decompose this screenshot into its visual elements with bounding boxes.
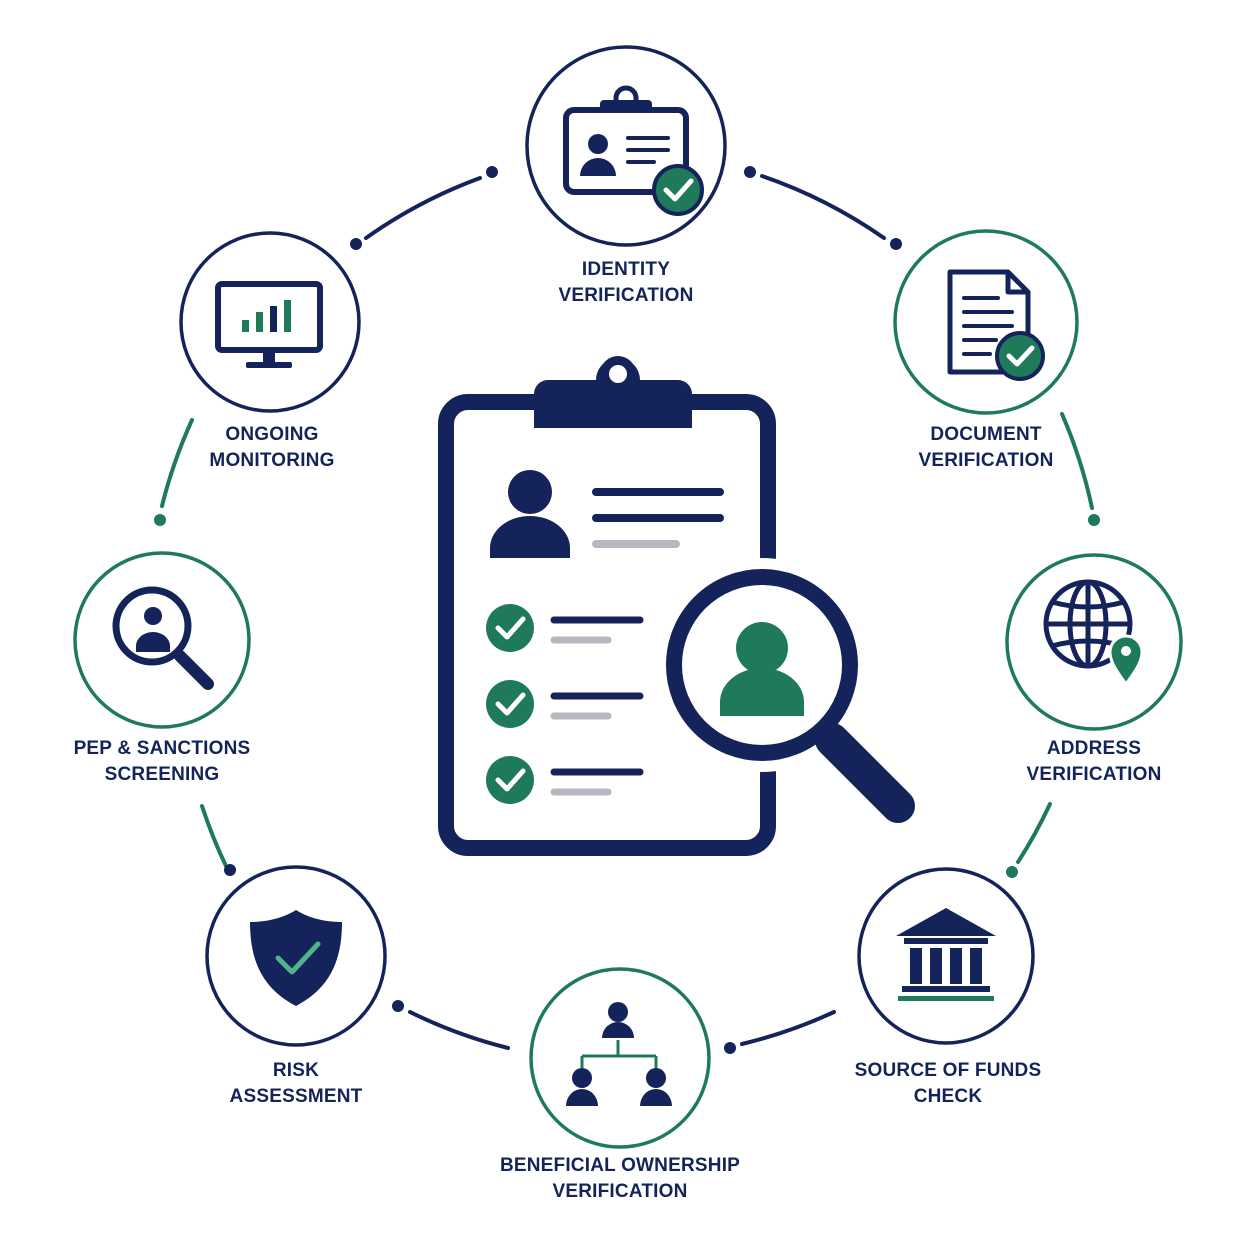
- connector-address-funds: [1016, 802, 1052, 864]
- monitor-chart-icon: [215, 281, 323, 368]
- connector-document-address: [1060, 412, 1094, 510]
- globe-pin-icon: [1043, 579, 1144, 687]
- bank-icon: [896, 908, 996, 1001]
- label-line: VERIFICATION: [1026, 764, 1162, 785]
- clipboard-magnifier-icon: [438, 356, 915, 856]
- label-line: ASSESSMENT: [229, 1086, 363, 1107]
- label-line: VERIFICATION: [552, 1181, 688, 1202]
- connector-dot: [392, 1000, 404, 1012]
- checklist-row: [486, 680, 644, 728]
- label-line: BENEFICIAL OWNERSHIP: [499, 1155, 741, 1176]
- label-line: MONITORING: [209, 450, 335, 471]
- label-line: RISK: [272, 1060, 320, 1081]
- label-line: CHECK: [913, 1086, 983, 1107]
- connector-dot: [350, 238, 362, 250]
- label-line: DOCUMENT: [930, 424, 1042, 445]
- magnifier-icon: [655, 558, 915, 823]
- connector-pep-ongoing: [160, 418, 194, 508]
- label-pep-sanctions-screening: PEP & SANCTIONS SCREENING: [12, 736, 312, 788]
- label-line: SOURCE OF FUNDS: [854, 1060, 1042, 1081]
- connector-dot: [486, 166, 498, 178]
- label-ongoing-monitoring: ONGOING MONITORING: [122, 422, 422, 474]
- label-line: SCREENING: [104, 764, 220, 785]
- shield-check-icon: [250, 910, 342, 1006]
- connector-dot: [890, 238, 902, 250]
- label-line: ADDRESS: [1046, 738, 1142, 759]
- connector-ongoing-identity: [364, 176, 482, 240]
- person-search-icon: [112, 586, 214, 690]
- label-beneficial-ownership-verification: BENEFICIAL OWNERSHIP VERIFICATION: [470, 1153, 770, 1205]
- label-line: ONGOING: [225, 424, 319, 445]
- label-line: VERIFICATION: [918, 450, 1054, 471]
- document-check-icon: [947, 269, 1045, 381]
- org-chart-icon: [566, 1002, 672, 1106]
- label-address-verification: ADDRESS VERIFICATION: [944, 736, 1244, 788]
- label-document-verification: DOCUMENT VERIFICATION: [836, 422, 1136, 474]
- node-ring-beneficial-ownership-verification: [529, 967, 711, 1149]
- connector-dot: [744, 166, 756, 178]
- connector-identity-document: [760, 174, 886, 240]
- label-line: IDENTITY: [581, 259, 671, 280]
- label-risk-assessment: RISK ASSESSMENT: [146, 1058, 446, 1110]
- connector-dot: [1006, 866, 1018, 878]
- checklist-row: [486, 604, 644, 652]
- label-line: VERIFICATION: [558, 285, 694, 306]
- node-ring-source-of-funds-check: [857, 867, 1035, 1045]
- connector-ownership-risk: [408, 1010, 510, 1050]
- label-source-of-funds-check: SOURCE OF FUNDS CHECK: [798, 1058, 1098, 1110]
- connector-risk-pep: [200, 804, 228, 868]
- connector-funds-ownership: [740, 1010, 836, 1046]
- id-card-check-icon: [563, 85, 704, 216]
- label-identity-verification: IDENTITY VERIFICATION: [476, 257, 776, 309]
- label-line: PEP & SANCTIONS: [73, 738, 251, 759]
- connector-dot: [224, 864, 236, 876]
- connector-arcs: [154, 166, 1100, 1054]
- connector-dot: [154, 514, 166, 526]
- connector-dot: [1088, 514, 1100, 526]
- checklist-row: [486, 756, 644, 804]
- connector-dot: [724, 1042, 736, 1054]
